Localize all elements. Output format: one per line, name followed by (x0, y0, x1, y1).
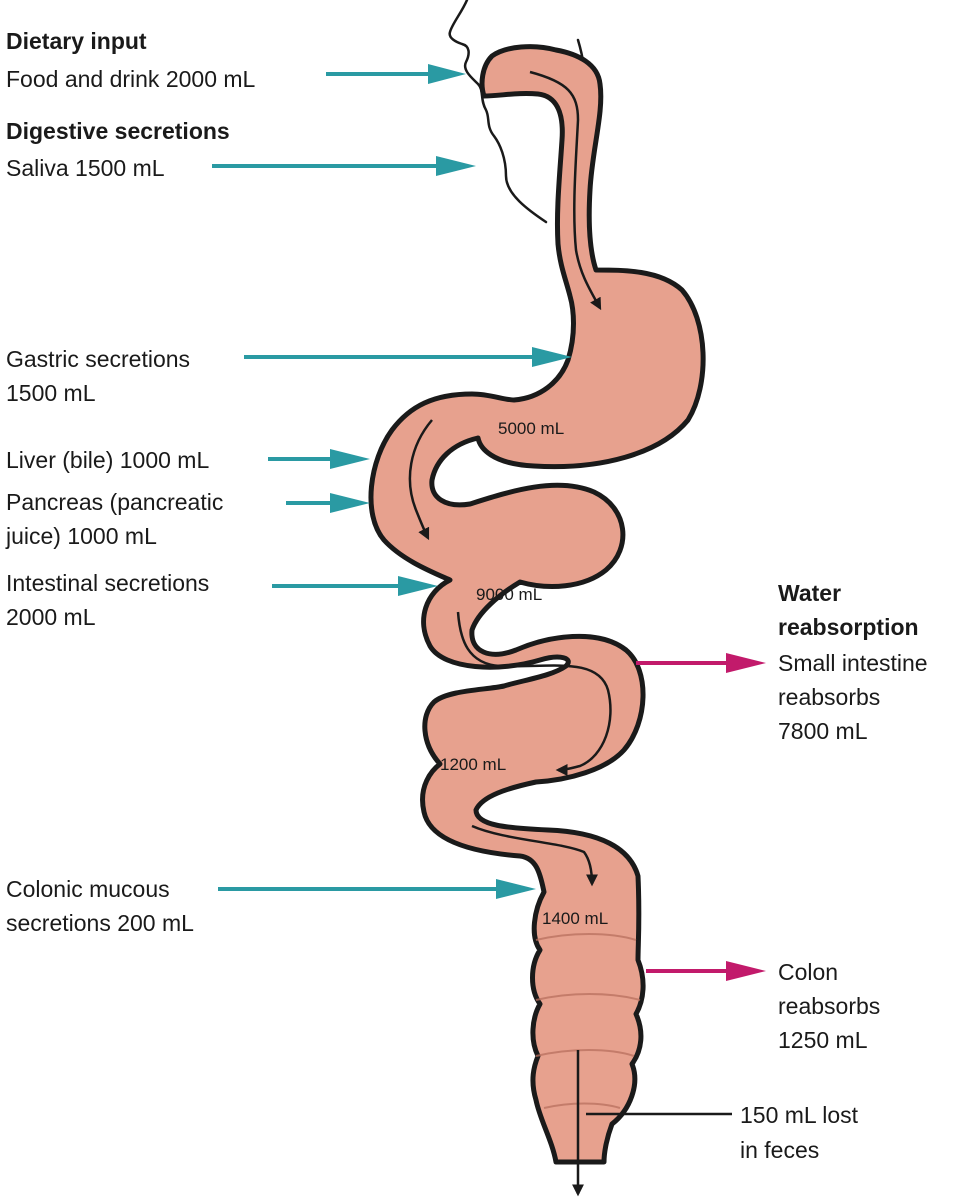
liver-label: Liver (bile) 1000 mL (6, 447, 210, 473)
digestive-secretions-heading: Digestive secretions (6, 118, 230, 144)
flow-arrow-duodenum (408, 419, 433, 541)
arrow-food-drink (326, 64, 466, 84)
volume-stomach: 5000 mL (498, 419, 564, 438)
arrow-pancreas (286, 493, 370, 513)
flow-arrow-jejunum (456, 611, 612, 776)
flow-arrows (408, 70, 612, 1197)
dietary-input-heading: Dietary input (6, 28, 147, 54)
colon-label-line3: 1250 mL (778, 1027, 868, 1053)
intestinal-label-line2: 2000 mL (6, 604, 96, 630)
feces-label-line1: 150 mL lost (740, 1102, 859, 1128)
gastric-label-line1: Gastric secretions (6, 346, 191, 372)
gut-shape (368, 44, 706, 1165)
water-reabsorption-heading-line1: Water (778, 580, 842, 606)
feces-label-line2: in feces (740, 1137, 820, 1163)
arrow-colonic (218, 879, 536, 899)
food-drink-label: Food and drink 2000 mL (6, 66, 256, 92)
arrow-colon-reabsorption (646, 961, 766, 981)
gastric-label-line2: 1500 mL (6, 380, 96, 406)
flow-arrow-esophagus (529, 70, 602, 311)
colonic-label-line1: Colonic mucous (6, 876, 170, 902)
input-arrows (212, 64, 572, 899)
arrow-liver (268, 449, 370, 469)
flow-arrow-ileum (471, 824, 598, 887)
volume-ileum: 1200 mL (440, 755, 506, 774)
volume-colon: 1400 mL (542, 909, 608, 928)
arrow-small-intestine-reabsorption (636, 653, 766, 673)
colonic-label-line2: secretions 200 mL (6, 910, 194, 936)
small-intestine-label-line1: Small intestine (778, 650, 928, 676)
reabsorption-arrows (636, 653, 766, 981)
arrow-gastric (244, 347, 572, 367)
small-intestine-label-line3: 7800 mL (778, 718, 868, 744)
pancreas-label-line2: juice) 1000 mL (6, 523, 157, 549)
digestive-tract (368, 44, 706, 1165)
arrow-intestinal (272, 576, 438, 596)
small-intestine-label-line2: reabsorbs (778, 684, 881, 710)
intestinal-label-line1: Intestinal secretions (6, 570, 210, 596)
colon-label-line1: Colon (778, 959, 839, 985)
water-reabsorption-heading-line2: reabsorption (778, 614, 919, 640)
volume-duodenum: 9000 mL (476, 585, 542, 604)
colon-label-line2: reabsorbs (778, 993, 881, 1019)
arrow-saliva (212, 156, 476, 176)
saliva-label: Saliva 1500 mL (6, 155, 165, 181)
pancreas-label-line1: Pancreas (pancreatic (6, 489, 224, 515)
